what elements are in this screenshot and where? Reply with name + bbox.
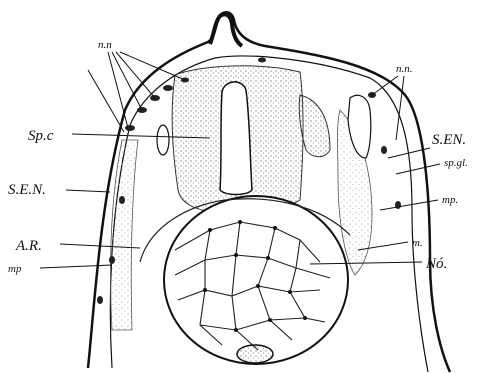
- label-m-right: m.: [412, 237, 423, 249]
- label-nn-right: n.n.: [396, 63, 413, 75]
- label-sen-right: S.EN.: [432, 132, 466, 148]
- label-spgl: sp.gl.: [444, 157, 468, 169]
- left-muscle-plate: [110, 140, 138, 330]
- label-nn-left: n.n: [98, 39, 112, 51]
- label-no: Nó.: [425, 256, 447, 272]
- left-lateral-body: [157, 125, 169, 155]
- notochord-sheath: [164, 196, 348, 364]
- right-lateral-body: [299, 95, 330, 157]
- ventral-body: [237, 345, 273, 363]
- label-sen-left: S.E.N.: [8, 182, 46, 198]
- label-spc: Sp.c: [28, 128, 54, 144]
- central-canal: [220, 82, 252, 195]
- label-ar: A.R.: [15, 238, 42, 254]
- label-mp-right: mp.: [442, 194, 458, 206]
- label-mp-left: mp: [8, 263, 22, 275]
